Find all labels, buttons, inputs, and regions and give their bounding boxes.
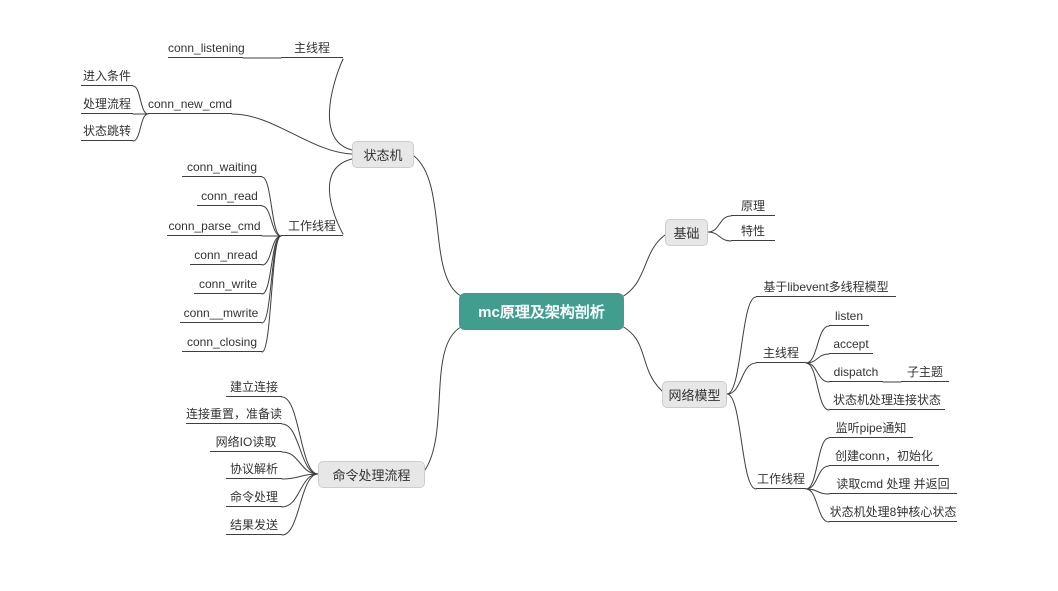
topic-protocol-parse[interactable]: 协议解析	[226, 461, 282, 479]
topic-conn-mwrite[interactable]: conn__mwrite	[180, 305, 262, 323]
topic-reset-prepare-read[interactable]: 连接重置，准备读	[186, 406, 282, 424]
topic-listen[interactable]: listen	[829, 308, 869, 326]
node-command-flow[interactable]: 命令处理流程	[318, 461, 425, 488]
node-network-model[interactable]: 网络模型	[662, 381, 727, 408]
topic-process-flow[interactable]: 处理流程	[81, 96, 133, 114]
topic-conn-read[interactable]: conn_read	[197, 188, 262, 206]
topic-conn-listening[interactable]: conn_listening	[168, 40, 245, 58]
topic-listen-pipe-notify[interactable]: 监听pipe通知	[829, 420, 913, 438]
node-basics[interactable]: 基础	[665, 219, 708, 246]
topic-result-send[interactable]: 结果发送	[226, 517, 282, 535]
topic-accept[interactable]: accept	[829, 336, 873, 354]
topic-main-thread-left[interactable]: 主线程	[281, 40, 343, 58]
topic-entry-condition[interactable]: 进入条件	[81, 68, 133, 86]
topic-create-conn-init[interactable]: 创建conn，初始化	[829, 448, 939, 466]
topic-worker-thread-left[interactable]: 工作线程	[281, 218, 343, 236]
topic-conn-new-cmd[interactable]: conn_new_cmd	[148, 96, 232, 114]
topic-read-cmd-process-return[interactable]: 读取cmd 处理 并返回	[829, 476, 957, 494]
topic-network-io-read[interactable]: 网络IO读取	[210, 434, 282, 452]
topic-conn-parse-cmd[interactable]: conn_parse_cmd	[167, 218, 262, 236]
topic-conn-write[interactable]: conn_write	[194, 276, 262, 294]
topic-main-thread-right[interactable]: 主线程	[756, 345, 806, 363]
topic-conn-nread[interactable]: conn_nread	[190, 247, 262, 265]
central-topic[interactable]: mc原理及架构剖析	[459, 293, 624, 330]
topic-dispatch[interactable]: dispatch	[829, 364, 883, 382]
topic-establish-connection[interactable]: 建立连接	[226, 379, 282, 397]
topic-statemachine-8-core-states[interactable]: 状态机处理8钟核心状态	[829, 504, 957, 522]
topic-conn-waiting[interactable]: conn_waiting	[182, 159, 262, 177]
topic-worker-thread-right[interactable]: 工作线程	[756, 471, 806, 489]
topic-command-process[interactable]: 命令处理	[226, 489, 282, 507]
topic-statemachine-conn-state[interactable]: 状态机处理连接状态	[829, 392, 945, 410]
topic-conn-closing[interactable]: conn_closing	[182, 334, 262, 352]
topic-feature[interactable]: 特性	[731, 223, 775, 241]
topic-state-jump[interactable]: 状态跳转	[81, 123, 133, 141]
node-state-machine[interactable]: 状态机	[352, 141, 414, 168]
topic-libevent-model[interactable]: 基于libevent多线程模型	[756, 279, 896, 297]
topic-subtopic[interactable]: 子主题	[901, 364, 949, 382]
topic-principle[interactable]: 原理	[731, 198, 775, 216]
